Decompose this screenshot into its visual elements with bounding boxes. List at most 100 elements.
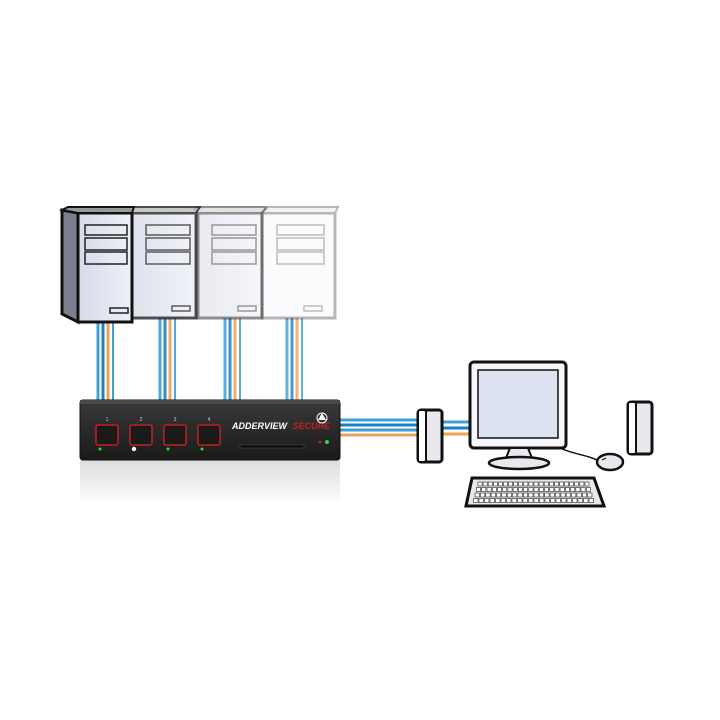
keyboard-key <box>490 492 496 498</box>
keyboard-key <box>497 487 502 492</box>
cable-bundle-computer-2 <box>158 318 176 400</box>
keyboard-key <box>548 481 554 487</box>
keyboard-key <box>560 492 566 498</box>
keyboard-key <box>533 487 539 492</box>
keyboard-key <box>575 487 581 492</box>
keyboard-key <box>577 498 583 503</box>
keyboard-key <box>523 481 529 487</box>
keyboard-key <box>480 492 486 498</box>
keyboard-key <box>503 481 508 487</box>
port-label-4: 4 <box>208 417 211 423</box>
workstation-cables <box>340 418 475 437</box>
keyboard-key <box>501 492 507 498</box>
port-button-1[interactable]: 1 <box>95 417 119 451</box>
keyboard-key <box>564 481 569 487</box>
cable-bundle-computer-3 <box>223 318 241 400</box>
keyboard-key <box>570 487 576 492</box>
keyboard-key <box>500 498 506 503</box>
keyboard-key <box>561 498 567 503</box>
keyboard-key <box>550 498 556 503</box>
keyboard-key <box>484 498 490 503</box>
keyboard-key <box>528 498 534 503</box>
keyboard-key <box>477 481 483 487</box>
keyboard-key <box>533 498 539 503</box>
keyboard-key <box>549 492 555 498</box>
keyboard-key <box>492 481 498 487</box>
computer-3 <box>192 206 268 320</box>
keyboard-key <box>574 481 580 487</box>
keyboard-key <box>533 481 539 487</box>
keyboard-key <box>498 481 503 487</box>
keyboard-key <box>539 492 545 498</box>
computer-2 <box>126 206 202 320</box>
keyboard-key <box>496 492 502 498</box>
status-led-icon <box>325 440 329 444</box>
keyboard-icon <box>464 476 607 508</box>
kvm-switch: 1 2 3 4 ADDERVIEW SECURE <box>79 399 341 461</box>
keyboard-key <box>569 481 574 487</box>
keyboard-key <box>571 492 577 498</box>
keyboard-key <box>517 487 523 492</box>
keyboard-key <box>539 498 545 503</box>
keyboard-key <box>554 481 559 487</box>
keyboard-key <box>581 492 587 498</box>
keyboard-key <box>491 487 497 492</box>
speaker-right-icon <box>626 400 654 456</box>
keyboard-key <box>583 498 589 503</box>
keyboard-key <box>517 498 523 503</box>
keyboard-key <box>518 481 524 487</box>
port-button-4[interactable]: 4 <box>197 417 221 451</box>
keyboard-key <box>502 487 508 492</box>
keyboard-key <box>489 498 495 503</box>
keyboard-key <box>481 487 487 492</box>
card-slot <box>239 444 305 449</box>
keyboard-key <box>555 492 561 498</box>
keyboard-key <box>554 487 560 492</box>
computer-4 <box>259 206 340 320</box>
cable-bundle-computer-1 <box>96 318 114 400</box>
port-label-1: 1 <box>106 417 109 423</box>
keyboard-key <box>473 498 479 503</box>
keyboard-key <box>559 481 564 487</box>
keyboard-key <box>511 498 517 503</box>
brand-secondary: SECURE <box>293 421 332 431</box>
keyboard-key <box>549 487 555 492</box>
keyboard-key <box>512 492 518 498</box>
computer-1 <box>58 206 136 325</box>
keyboard-key <box>486 487 492 492</box>
brand-primary: ADDERVIEW <box>231 421 289 431</box>
keyboard-key <box>522 492 528 498</box>
keyboard-key <box>508 481 513 487</box>
port-button-2[interactable]: 2 <box>129 417 153 452</box>
keyboard-key <box>474 492 480 498</box>
keyboard-key <box>528 481 534 487</box>
keyboard-key <box>517 492 523 498</box>
keyboard-key <box>522 498 528 503</box>
keyboard-key <box>544 498 550 503</box>
keyboard-key <box>485 492 491 498</box>
keyboard-key <box>587 492 593 498</box>
keyboard-key <box>495 498 501 503</box>
port-button-3[interactable]: 3 <box>163 417 187 451</box>
keyboard-key <box>478 498 484 503</box>
keyboard-key <box>506 498 512 503</box>
keyboard-key <box>533 492 539 498</box>
keyboard-key <box>543 481 549 487</box>
keyboard-key <box>566 498 572 503</box>
keyboard-key <box>579 481 585 487</box>
cable-bundle-computer-4 <box>285 318 303 400</box>
keyboard-key <box>528 492 534 498</box>
keyboard-key <box>528 487 534 492</box>
keyboard-key <box>482 481 488 487</box>
keyboard-key <box>559 487 565 492</box>
port-label-3: 3 <box>174 417 177 423</box>
keyboard-key <box>487 481 493 487</box>
keyboard-key <box>584 481 590 487</box>
keyboard-key <box>476 487 481 492</box>
keyboard-key <box>506 492 512 498</box>
keyboard-key <box>523 487 528 492</box>
brand-name: ADDERVIEW SECURE <box>231 421 331 431</box>
keyboard-key <box>565 492 571 498</box>
keyboard-key <box>580 487 586 492</box>
